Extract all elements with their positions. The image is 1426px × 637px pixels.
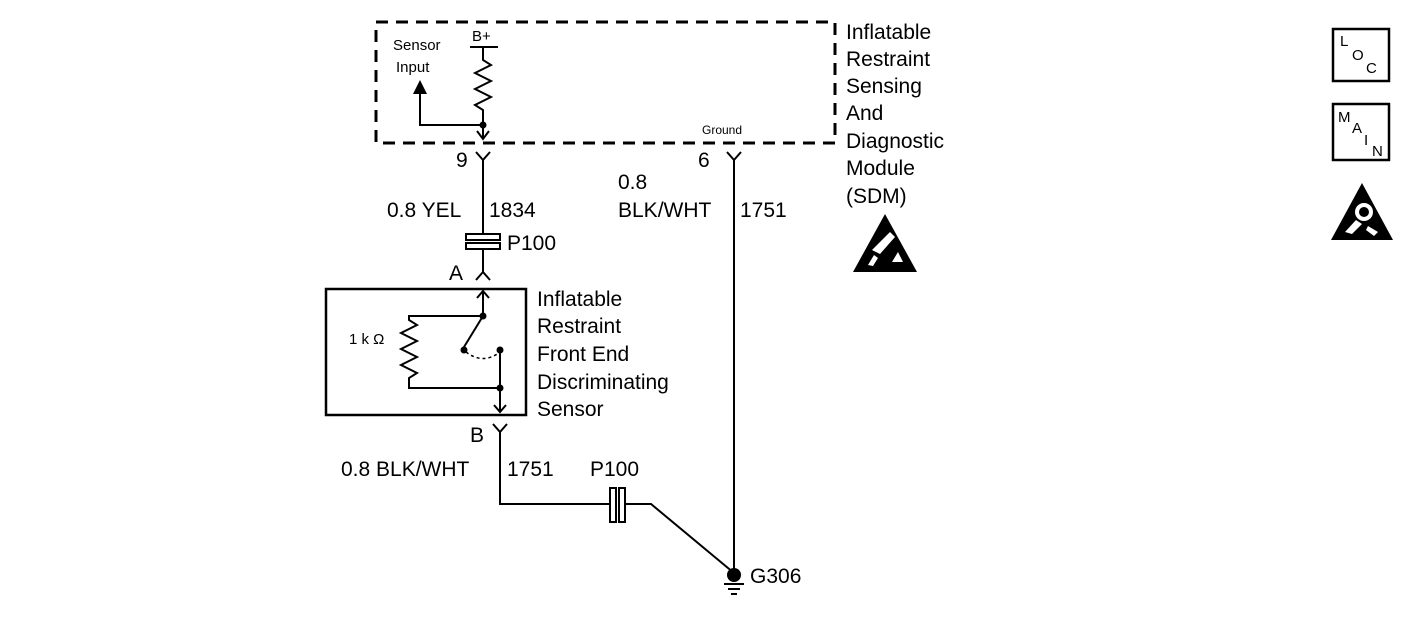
sdm-title-line: Sensing xyxy=(846,75,922,98)
pin-a-terminal xyxy=(475,270,491,281)
bplus-label: B+ xyxy=(472,28,491,45)
wire-1834-circuit: 1834 xyxy=(489,199,536,222)
wire-1751-circuit: 1751 xyxy=(740,199,787,222)
airbag-warning-icon xyxy=(1331,183,1393,240)
p100-bottom-label: P100 xyxy=(590,458,639,481)
sdm-title-line: Inflatable xyxy=(846,21,931,44)
esd-warning-icon xyxy=(853,214,917,272)
sensor-title-line: Inflatable xyxy=(537,288,622,311)
sdm-title-line: Diagnostic xyxy=(846,130,944,153)
pin-6-label: 6 xyxy=(698,149,710,172)
wire-to-ground xyxy=(625,503,735,574)
sensor-title-line: Front End xyxy=(537,343,629,366)
wire-1751-sensor-circuit: 1751 xyxy=(507,458,554,481)
pin-b-label: B xyxy=(470,424,484,447)
switch-travel-path xyxy=(465,351,501,360)
loc-letter: O xyxy=(1352,47,1364,64)
sdm-title-line: Module xyxy=(846,157,915,180)
pin-b-terminal xyxy=(492,423,508,434)
sdm-title-line: And xyxy=(846,102,883,125)
resistor-value-label: 1 k Ω xyxy=(349,331,384,348)
sensor-title-line: Discriminating xyxy=(537,371,669,394)
wire-1751-sensor-gauge: 0.8 BLK/WHT xyxy=(341,458,470,481)
junction-dot xyxy=(479,121,487,129)
main-letter: I xyxy=(1364,132,1368,149)
pin-9-label: 9 xyxy=(456,149,468,172)
sdm-title: Inflatable Restraint Sensing And Diagnos… xyxy=(846,21,944,208)
wire-1751-sensor xyxy=(499,432,610,505)
pin-6-terminal xyxy=(726,151,742,162)
sensor-title: Inflatable Restraint Front End Discrimin… xyxy=(537,288,669,421)
p100-top-label: P100 xyxy=(507,232,556,255)
sdm-ground-label: Ground xyxy=(702,123,742,137)
main-icon: M A I N xyxy=(1331,102,1391,162)
p100-bottom-connector xyxy=(609,487,617,523)
p100-bottom-connector xyxy=(618,487,626,523)
sensor-input-arrow xyxy=(413,80,427,94)
loc-icon: L O C xyxy=(1331,27,1391,83)
p100-top-connector xyxy=(465,242,501,250)
wire-1751-gauge: 0.8 xyxy=(618,171,647,194)
wire-1834-gauge: 0.8 YEL xyxy=(387,199,461,222)
ground-point-dot xyxy=(727,568,741,582)
sdm-title-line: (SDM) xyxy=(846,185,907,208)
sdm-title-line: Restraint xyxy=(846,48,930,71)
main-letter: M xyxy=(1338,109,1351,126)
sensor-input-label: Sensor xyxy=(393,37,441,54)
main-letter: N xyxy=(1372,143,1383,160)
pullup-resistor xyxy=(472,47,494,138)
p100-top-connector xyxy=(465,233,501,241)
sensor-box xyxy=(324,287,528,417)
ground-g306-label: G306 xyxy=(750,565,801,588)
sensor-title-line: Restraint xyxy=(537,315,621,338)
sensor-input-label: Input xyxy=(396,59,430,76)
loc-letter: C xyxy=(1366,60,1377,77)
switch-contact-dot xyxy=(460,346,468,354)
pin-b-internal-arrow xyxy=(493,404,507,414)
pin-a-label: A xyxy=(449,262,463,285)
sensor-title-line: Sensor xyxy=(537,398,604,421)
sensor-switch-arm xyxy=(463,315,484,348)
sensor-resistor-1k xyxy=(398,315,500,389)
sensor-input-wire xyxy=(419,92,483,126)
junction-dot xyxy=(496,384,504,392)
pin9-internal-arrow xyxy=(476,130,490,141)
sdm-module-box xyxy=(374,20,837,145)
wire-1751-color: BLK/WHT xyxy=(618,199,712,222)
pin-9-terminal xyxy=(475,151,491,162)
loc-letter: L xyxy=(1340,33,1348,50)
main-letter: A xyxy=(1352,120,1362,137)
